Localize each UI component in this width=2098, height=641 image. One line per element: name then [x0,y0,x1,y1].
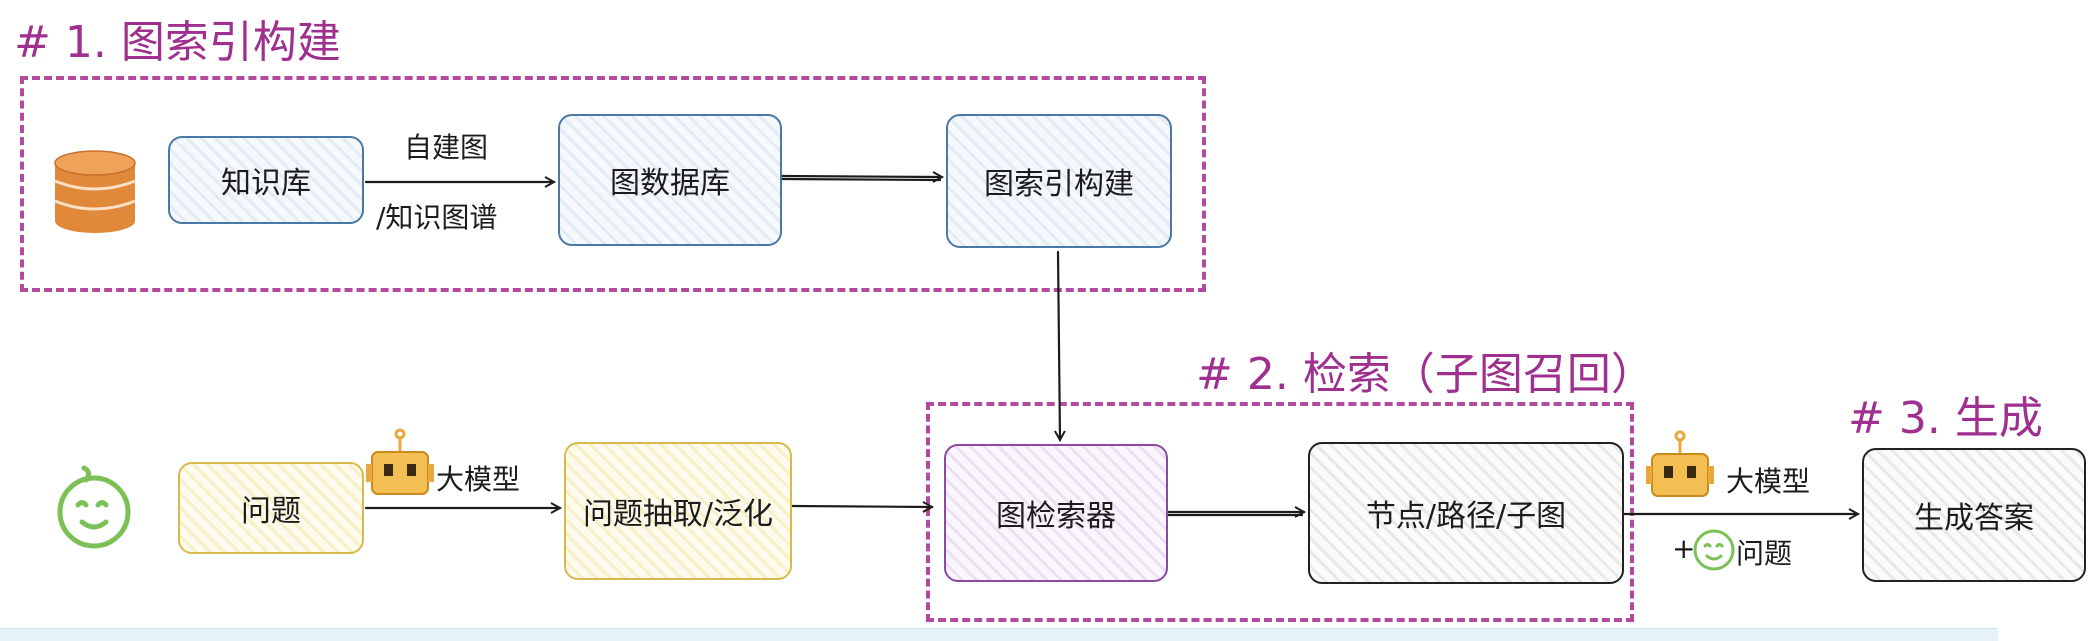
arrow-graphdb-to-index [780,176,942,177]
edge-label-llm: 大模型 [1726,465,1811,498]
edge-label-plus: + [1672,532,1696,565]
database-icon [54,150,136,233]
arrow-index-to-retriever [1058,250,1060,440]
robot-icon [366,428,434,495]
section-title-index-build: # 1. 图索引构建 [14,17,341,68]
section-title-retrieval: # 2. 检索（子图召回） [1196,349,1655,400]
knowledge-base-node: 知识库 [168,136,364,224]
edge-label-self-build: 自建图 [404,131,489,164]
edge-label-question: 问题 [1736,537,1793,570]
subgraph-node: 节点/路径/子图 [1308,442,1624,584]
edge-label-knowledge-graph: /知识图谱 [376,201,498,234]
graph-database-node: 图数据库 [558,114,782,246]
smiley-face-icon [1693,529,1735,571]
arrow-extract-to-retriever [790,506,932,507]
section-title-generation: # 3. 生成 [1848,393,2043,444]
retriever-node: 图检索器 [944,444,1168,582]
answer-node: 生成答案 [1862,448,2086,582]
smiley-face-icon [57,465,131,549]
bottom-band [0,628,1998,641]
extract-node: 问题抽取/泛化 [564,442,792,580]
question-node: 问题 [178,462,364,554]
edge-label-llm: 大模型 [436,463,521,496]
index-build-group [20,76,1206,292]
robot-icon [1646,430,1714,497]
index-build-node: 图索引构建 [946,114,1172,248]
